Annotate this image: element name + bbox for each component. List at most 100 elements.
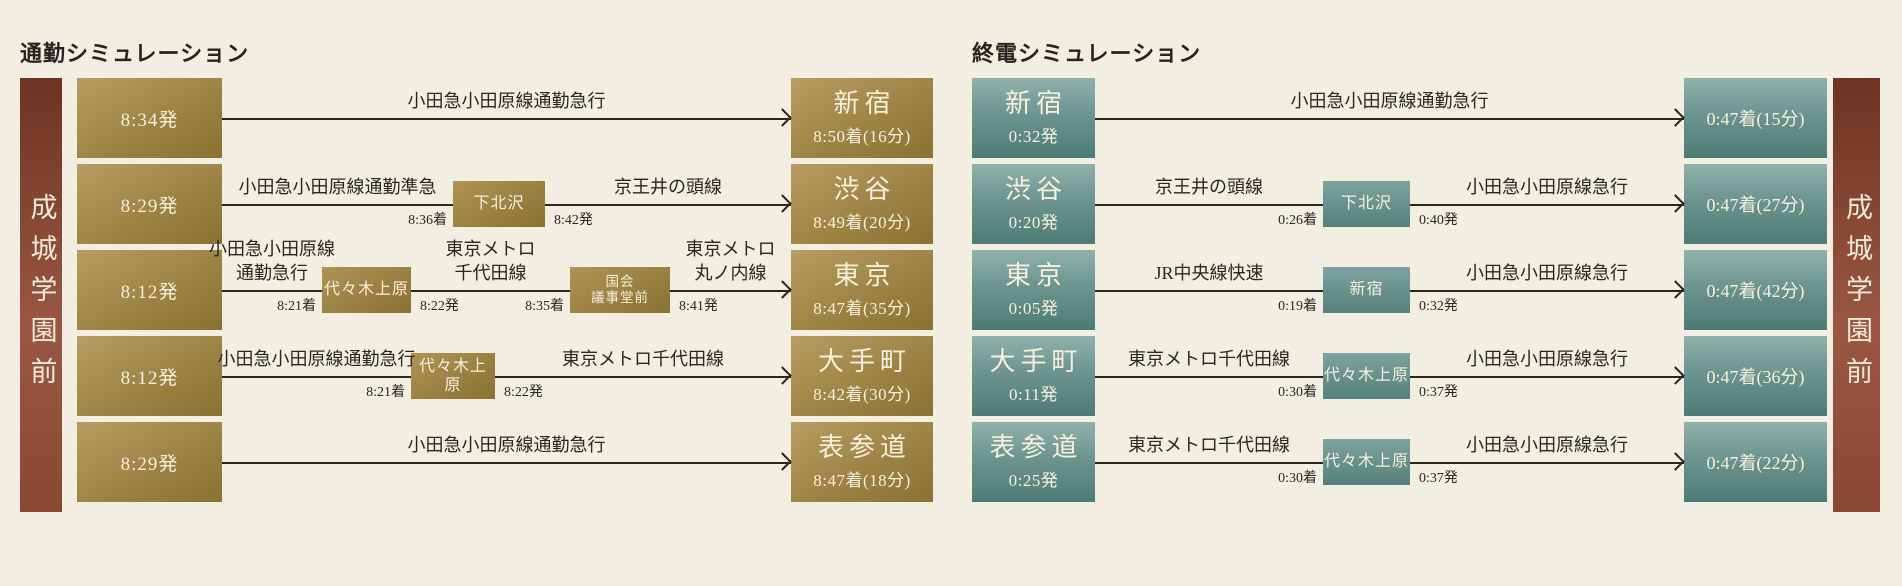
route-row: 8:12発 小田急小田原線 通勤急行 8:21着 代々木上原 東京メトロ 千代田… [77, 239, 933, 330]
route-segment: 東京メトロ千代田線 8:22発 [495, 336, 792, 416]
route-line [1095, 376, 1323, 378]
origin-station-box: 東京 0:05発 [972, 250, 1095, 330]
arrival-time: 8:42着(30分) [813, 385, 911, 405]
commute-simulation-panel: 通勤シミュレーション 成城学園前 8:34発 小田急小田原線通勤急行 新 [20, 36, 933, 512]
arrow-head-icon [1666, 280, 1685, 299]
route-segment: 小田急小田原線急行 0:32発 [1410, 250, 1685, 330]
route-track: 小田急小田原線 通勤急行 8:21着 代々木上原 東京メトロ 千代田線 8:22… [209, 239, 792, 330]
arrow-head-icon [773, 194, 792, 213]
line-name-label: JR中央線快速 [1154, 262, 1264, 283]
arrival-time-label: 0:30着 [1278, 471, 1317, 486]
departure-time: 0:32発 [1008, 127, 1059, 147]
arrival-time: 0:47着(36分) [1706, 367, 1805, 387]
departure-time: 8:12発 [120, 281, 179, 303]
route-line [670, 290, 791, 292]
route-line [495, 376, 791, 378]
station-name: 大手町 [989, 346, 1083, 376]
arrival-time: 0:47着(15分) [1706, 109, 1805, 129]
line-name-label: 小田急小田原線通勤急行 [1290, 90, 1489, 111]
departure-time: 8:12発 [120, 367, 179, 389]
line-name-label: 東京メトロ千代田線 [1128, 348, 1290, 369]
arrival-time-label: 0:19着 [1278, 299, 1317, 314]
route-line [222, 290, 322, 292]
departure-time: 8:29発 [120, 453, 179, 475]
arrival-time-box: 0:47着(22分) [1684, 422, 1827, 502]
destination-station-box: 大手町 8:42着(30分) [791, 336, 933, 416]
arrow-head-icon [773, 108, 792, 127]
departure-time-label: 8:22発 [504, 385, 543, 400]
commute-rows: 8:34発 小田急小田原線通勤急行 新宿 8:50着(16分) 8: [77, 78, 933, 502]
station-name: 新宿 [1004, 88, 1067, 118]
arrival-time-label: 0:26着 [1278, 213, 1317, 228]
departure-time-box: 8:34発 [77, 78, 222, 158]
route-track: 小田急小田原線通勤急行 [222, 78, 792, 158]
departure-time-label: 8:22発 [420, 299, 459, 314]
arrival-time: 0:47着(42分) [1706, 281, 1805, 301]
last-train-diagram: 新宿 0:32発 小田急小田原線通勤急行 0:47着(15分) 渋谷 [972, 78, 1880, 512]
transfer-station-box: 下北沢 [453, 181, 545, 227]
line-name-label: 小田急小田原線急行 [1466, 176, 1628, 197]
destination-station-name: 成城学園前 [1842, 192, 1872, 398]
commute-simulation-title: 通勤シミュレーション [20, 41, 250, 66]
departure-time-label: 0:37発 [1419, 471, 1458, 486]
route-line [1410, 290, 1684, 292]
route-segment: 小田急小田原線急行 0:40発 [1410, 164, 1685, 244]
arrow-head-icon [773, 452, 792, 471]
route-row: 大手町 0:11発 東京メトロ千代田線 0:30着 代々木上原 小田急小田原線急… [972, 336, 1827, 416]
arrival-time-label: 8:21着 [277, 299, 316, 314]
departure-time-box: 8:29発 [77, 164, 222, 244]
origin-station-name: 成城学園前 [26, 192, 57, 398]
departure-time-label: 8:42発 [554, 213, 593, 228]
departure-time-label: 8:41発 [679, 299, 718, 314]
route-row: 新宿 0:32発 小田急小田原線通勤急行 0:47着(15分) [972, 78, 1827, 158]
departure-time: 8:29発 [120, 195, 179, 217]
route-line [1410, 376, 1684, 378]
route-track: 京王井の頭線 0:26着 下北沢 小田急小田原線急行 0:40発 [1095, 164, 1685, 244]
line-name-label: 東京メトロ千代田線 [1128, 434, 1290, 455]
arrival-time-box: 0:47着(27分) [1684, 164, 1827, 244]
route-line [1095, 204, 1323, 206]
route-row: 8:12発 小田急小田原線通勤急行 8:21着 代々木上原 東京メトロ千代田線 … [77, 336, 933, 416]
transfer-station-box: 代々木上原 [1323, 353, 1410, 399]
route-track: 東京メトロ千代田線 0:30着 代々木上原 小田急小田原線急行 0:37発 [1095, 336, 1685, 416]
origin-station-box: 新宿 0:32発 [972, 78, 1095, 158]
destination-station-box: 新宿 8:50着(16分) [791, 78, 933, 158]
departure-time-box: 8:12発 [77, 250, 222, 330]
commute-diagram: 成城学園前 8:34発 小田急小田原線通勤急行 新宿 8:50着(16分) [20, 78, 933, 512]
arrival-time-label: 8:35着 [525, 299, 564, 314]
route-line [222, 204, 453, 206]
line-name-label: 東京メトロ 千代田線 [445, 239, 536, 283]
station-name: 表参道 [817, 432, 911, 462]
transfer-station-box: 新宿 [1323, 267, 1410, 313]
line-name-label: 小田急小田原線急行 [1466, 348, 1628, 369]
arrow-head-icon [1666, 452, 1685, 471]
route-segment: 小田急小田原線通勤急行 [222, 422, 792, 502]
route-segment: 東京メトロ 千代田線 8:22発 8:35着 [411, 239, 570, 330]
route-segment: 小田急小田原線通勤急行 8:21着 [218, 336, 416, 416]
line-name-label: 小田急小田原線急行 [1466, 262, 1628, 283]
route-track: 小田急小田原線通勤急行 [222, 422, 792, 502]
arrival-time-label: 8:36着 [408, 213, 447, 228]
departure-time-box: 8:29発 [77, 422, 222, 502]
departure-time-label: 0:37発 [1419, 385, 1458, 400]
origin-station-bar: 成城学園前 [20, 78, 62, 512]
route-line [1410, 462, 1684, 464]
origin-station-box: 表参道 0:25発 [972, 422, 1095, 502]
route-row: 8:29発 小田急小田原線通勤急行 表参道 8:47着(18分) [77, 422, 933, 502]
arrow-head-icon [1666, 194, 1685, 213]
station-name: 新宿 [833, 88, 896, 118]
departure-time: 0:05発 [1008, 299, 1059, 319]
route-track: 小田急小田原線通勤急行 [1095, 78, 1685, 158]
departure-time: 0:20発 [1008, 213, 1059, 233]
route-row: 東京 0:05発 JR中央線快速 0:19着 新宿 小田急小田原線急行 0:32… [972, 250, 1827, 330]
route-track: 小田急小田原線通勤急行 8:21着 代々木上原 東京メトロ千代田線 8:22発 [218, 336, 792, 416]
last-train-rows: 新宿 0:32発 小田急小田原線通勤急行 0:47着(15分) 渋谷 [972, 78, 1827, 502]
arrival-time: 8:49着(20分) [813, 213, 911, 233]
origin-station-box: 大手町 0:11発 [972, 336, 1095, 416]
route-segment: 東京メトロ 丸ノ内線 8:41発 [670, 239, 792, 330]
line-name-label: 京王井の頭線 [614, 176, 722, 197]
route-line [222, 118, 791, 120]
route-row: 8:29発 小田急小田原線通勤準急 8:36着 下北沢 京王井の頭線 8:42発 [77, 164, 933, 244]
route-segment: 小田急小田原線急行 0:37発 [1410, 422, 1685, 502]
departure-time: 0:11発 [1008, 385, 1059, 405]
